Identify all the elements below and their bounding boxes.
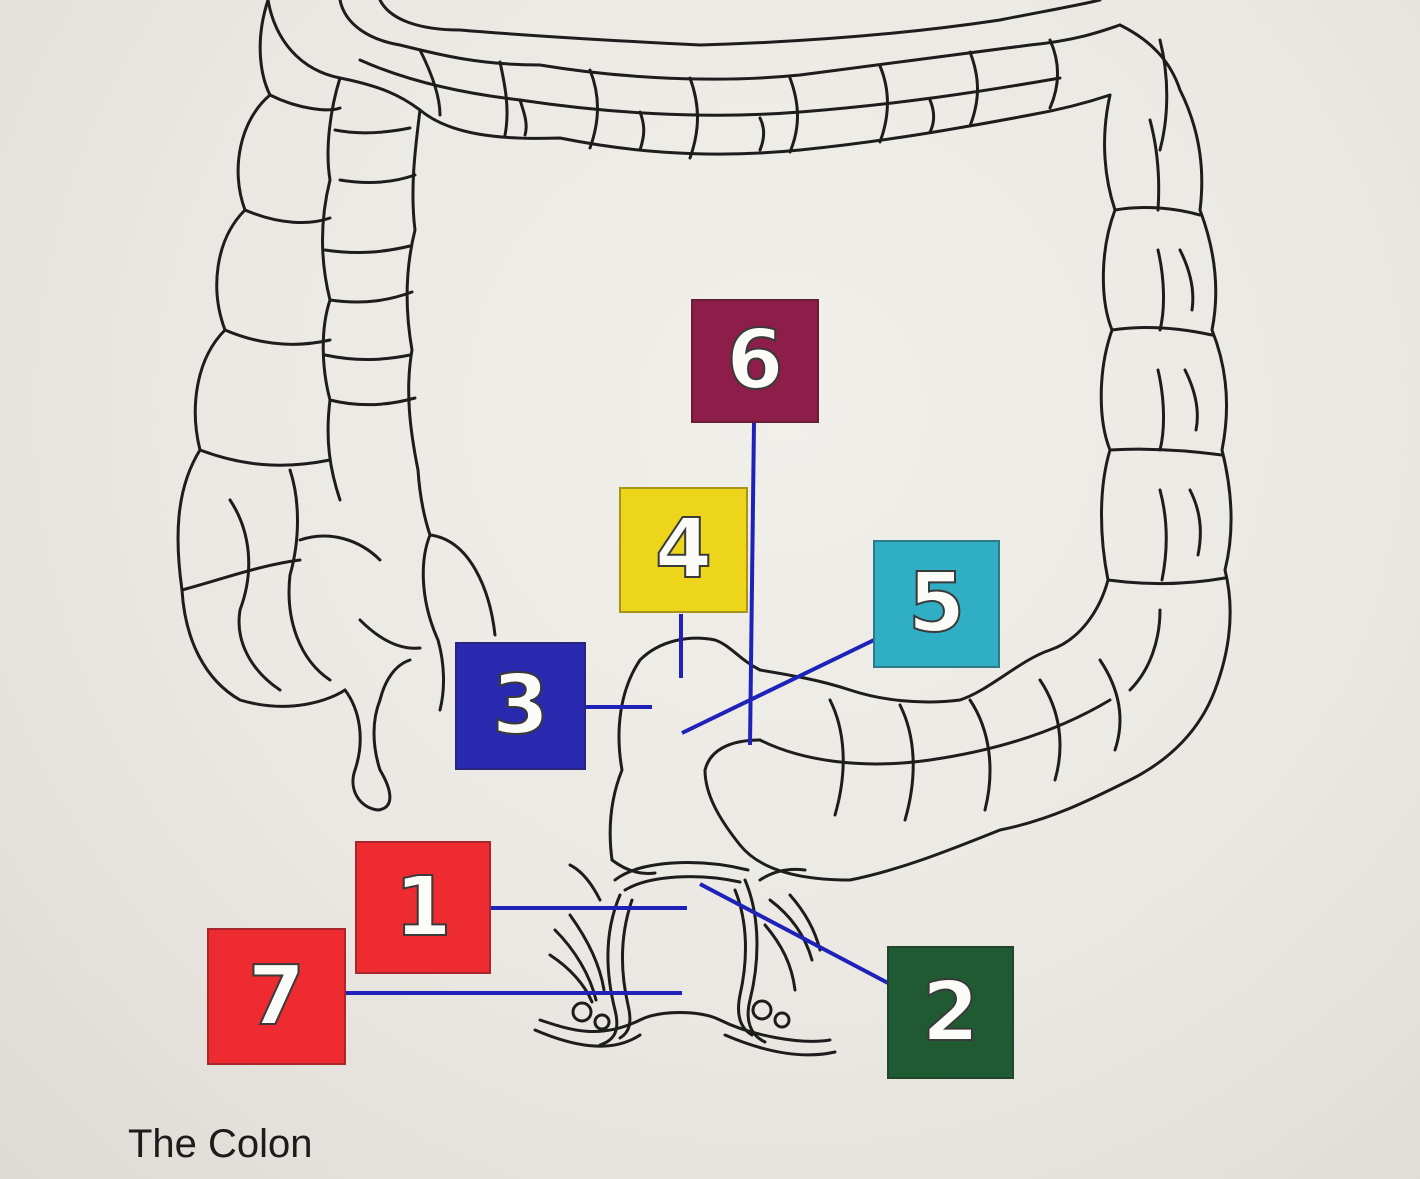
- callout-2: 2: [887, 946, 1014, 1079]
- callout-5-number: 5: [907, 556, 966, 651]
- callout-4: 4: [619, 487, 748, 613]
- anal-canal: [533, 861, 837, 1057]
- ascending-colon: [176, 0, 497, 812]
- callout-7-number: 7: [247, 948, 306, 1044]
- callout-3-number: 3: [491, 658, 550, 753]
- callout-2-number: 2: [921, 964, 980, 1060]
- leader-line-6: [748, 421, 756, 746]
- callout-1: 1: [355, 841, 491, 974]
- transverse-colon: [266, 0, 1122, 160]
- leader-lines: [345, 421, 889, 995]
- callout-6: 6: [691, 299, 819, 423]
- callout-6-number: 6: [725, 313, 784, 408]
- figure-caption: The Colon: [128, 1122, 313, 1166]
- leader-line-5: [681, 638, 875, 735]
- callout-5: 5: [873, 540, 1000, 668]
- callout-4-number: 4: [654, 502, 713, 597]
- sigmoid-colon: [608, 636, 852, 875]
- descending-colon: [738, 23, 1233, 882]
- callout-7: 7: [207, 928, 346, 1065]
- leader-line-2: [699, 882, 889, 985]
- callout-1-number: 1: [393, 859, 452, 955]
- callout-3: 3: [455, 642, 586, 770]
